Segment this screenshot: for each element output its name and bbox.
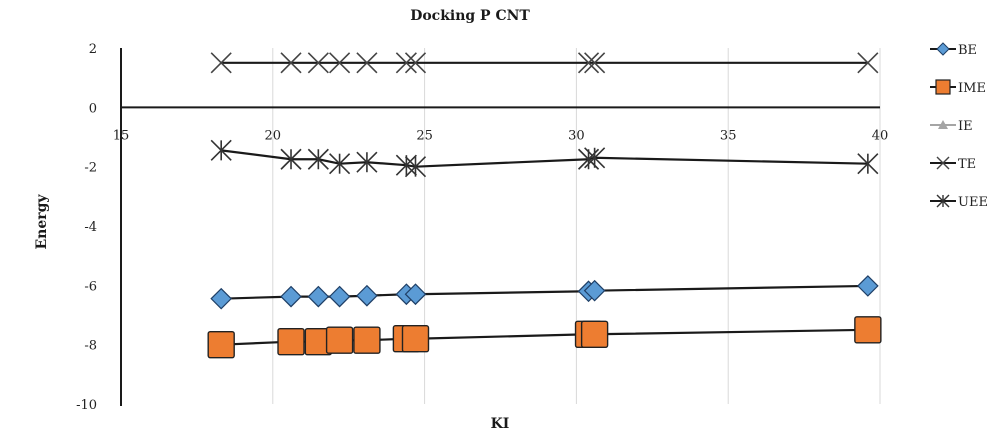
legend-item-ie: IE bbox=[930, 119, 973, 134]
data-point-be bbox=[280, 285, 302, 308]
legend-item-uee: UEE bbox=[930, 194, 988, 210]
data-point-ime bbox=[401, 325, 430, 353]
data-point-te bbox=[307, 52, 329, 74]
y-tick-label: 2 bbox=[89, 42, 97, 57]
data-point-te bbox=[329, 52, 351, 74]
legend-label-be: BE bbox=[958, 43, 977, 58]
legend: BE IME IE TE UEE bbox=[930, 42, 988, 210]
data-point-be bbox=[307, 285, 330, 308]
x-tick-label: 40 bbox=[872, 128, 889, 143]
legend-marker-be bbox=[936, 42, 950, 56]
data-point-te bbox=[280, 52, 302, 74]
data-point-te bbox=[584, 52, 606, 74]
data-point-uee bbox=[210, 139, 232, 161]
data-point-be bbox=[857, 275, 879, 297]
data-point-uee bbox=[307, 148, 329, 170]
data-point-be bbox=[404, 283, 427, 306]
legend-label-te: TE bbox=[958, 157, 976, 172]
data-point-ime bbox=[353, 326, 381, 354]
legend-label-ie: IE bbox=[958, 119, 973, 134]
data-point-ime bbox=[207, 330, 235, 359]
axes bbox=[120, 48, 880, 406]
data-point-te bbox=[577, 52, 600, 74]
y-tick-label: 0 bbox=[89, 101, 97, 116]
data-point-uee bbox=[404, 156, 427, 178]
legend-item-te: TE bbox=[930, 156, 976, 172]
series-uee bbox=[210, 139, 879, 178]
data-point-te bbox=[857, 52, 879, 74]
legend-marker-te bbox=[936, 156, 950, 170]
x-tick-label: 25 bbox=[416, 128, 433, 143]
data-point-be bbox=[210, 287, 233, 310]
y-tick-label: -4 bbox=[84, 220, 97, 235]
y-axis-title: Energy bbox=[34, 194, 50, 250]
y-tick-label: -6 bbox=[84, 279, 97, 294]
data-point-be bbox=[356, 284, 378, 307]
data-point-te bbox=[210, 52, 232, 74]
series-layer bbox=[207, 52, 882, 359]
data-point-te bbox=[404, 52, 427, 74]
legend-marker-ie bbox=[938, 120, 948, 129]
series-line-uee bbox=[221, 149, 868, 168]
legend-label-uee: UEE bbox=[958, 195, 988, 210]
data-point-ime bbox=[325, 326, 354, 354]
data-point-te bbox=[395, 52, 417, 74]
data-point-uee bbox=[280, 148, 302, 170]
data-point-ime bbox=[580, 320, 609, 348]
legend-marker-ime bbox=[935, 79, 951, 95]
data-point-uee bbox=[356, 151, 378, 173]
x-tick-label: 20 bbox=[265, 128, 282, 143]
data-point-uee bbox=[857, 153, 879, 175]
legend-label-ime: IME bbox=[958, 81, 986, 96]
data-point-te bbox=[356, 52, 378, 74]
legend-item-ime: IME bbox=[930, 79, 986, 96]
x-tick-label: 35 bbox=[720, 128, 737, 143]
data-point-be bbox=[583, 279, 606, 302]
data-point-be bbox=[328, 285, 351, 308]
series-te bbox=[210, 52, 879, 74]
series-be bbox=[210, 275, 879, 310]
data-point-uee bbox=[329, 153, 351, 175]
chart-title: Docking P CNT bbox=[410, 8, 530, 24]
y-tick-label: -10 bbox=[76, 398, 97, 413]
x-tick-label: 15 bbox=[113, 128, 130, 143]
y-tick-label: -2 bbox=[84, 161, 97, 176]
data-point-uee bbox=[584, 147, 606, 169]
data-point-ime bbox=[854, 316, 882, 344]
data-point-ime bbox=[277, 328, 305, 356]
legend-marker-uee bbox=[936, 194, 950, 208]
legend-item-be: BE bbox=[930, 42, 977, 58]
series-ime bbox=[207, 316, 882, 359]
x-axis-title: KI bbox=[491, 416, 510, 432]
x-tick-label: 30 bbox=[568, 128, 585, 143]
y-tick-label: -8 bbox=[84, 339, 97, 354]
